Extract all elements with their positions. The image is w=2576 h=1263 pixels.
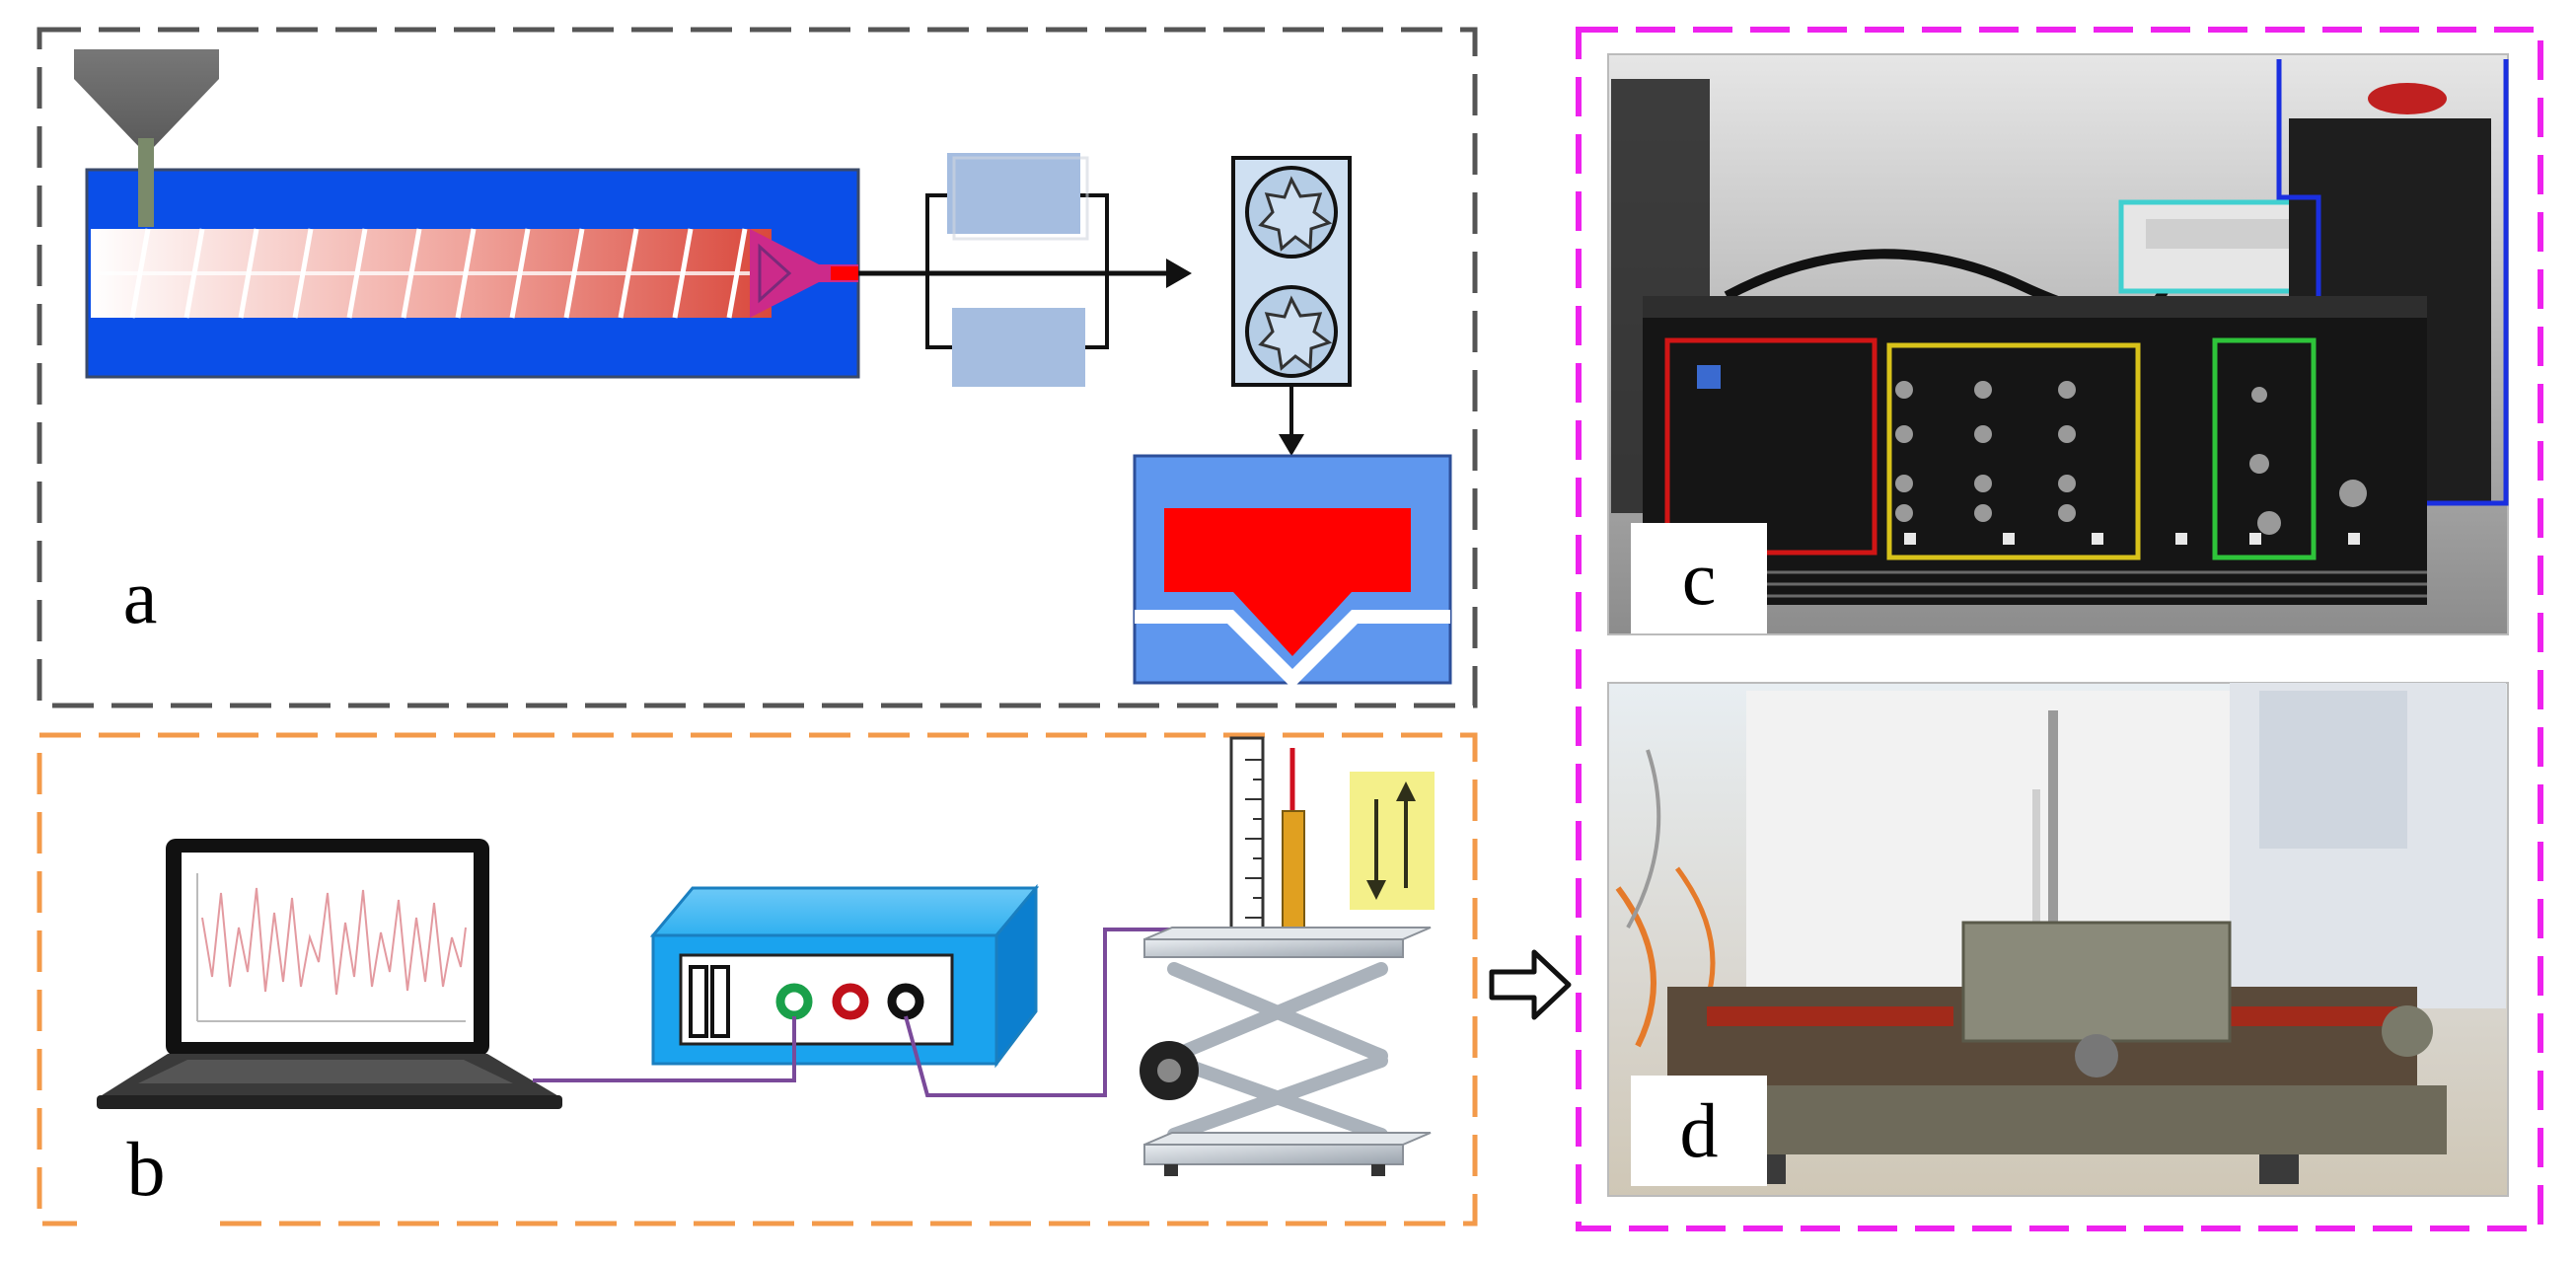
photo-d	[1607, 682, 2509, 1197]
process-block-top	[947, 153, 1080, 234]
panel-b-border	[37, 732, 1478, 1226]
gear-roller-icon	[1231, 156, 1352, 387]
right-arrow-icon	[1489, 949, 1572, 1020]
hopper-icon	[74, 49, 219, 227]
panel-a	[37, 27, 1478, 708]
panel-b-label: b	[77, 1110, 215, 1228]
wire-laptop-to-box	[533, 1016, 796, 1082]
extruder	[85, 168, 860, 379]
up-down-arrows-icon	[1350, 772, 1435, 910]
process-block-bottom	[952, 308, 1085, 387]
panel-a-label: a	[61, 523, 219, 671]
laptop-icon	[97, 839, 562, 1109]
panel-b	[37, 732, 1478, 1226]
mold-icon	[1133, 454, 1452, 689]
signal-box-icon	[649, 883, 1040, 1069]
panel-c-label: c	[1631, 523, 1767, 633]
panel-a-border	[37, 27, 1478, 708]
lab-jack-icon	[1140, 927, 1432, 1176]
panel-d-label: d	[1631, 1076, 1767, 1186]
wire-box-to-probe	[904, 928, 1283, 1097]
photo-c	[1607, 53, 2509, 635]
ruler-icon	[1229, 736, 1305, 950]
panels-cd	[1576, 27, 2543, 1231]
laptop-screen-signal	[201, 887, 467, 996]
extruder-die	[750, 229, 858, 318]
panels-cd-border	[1576, 27, 2543, 1231]
